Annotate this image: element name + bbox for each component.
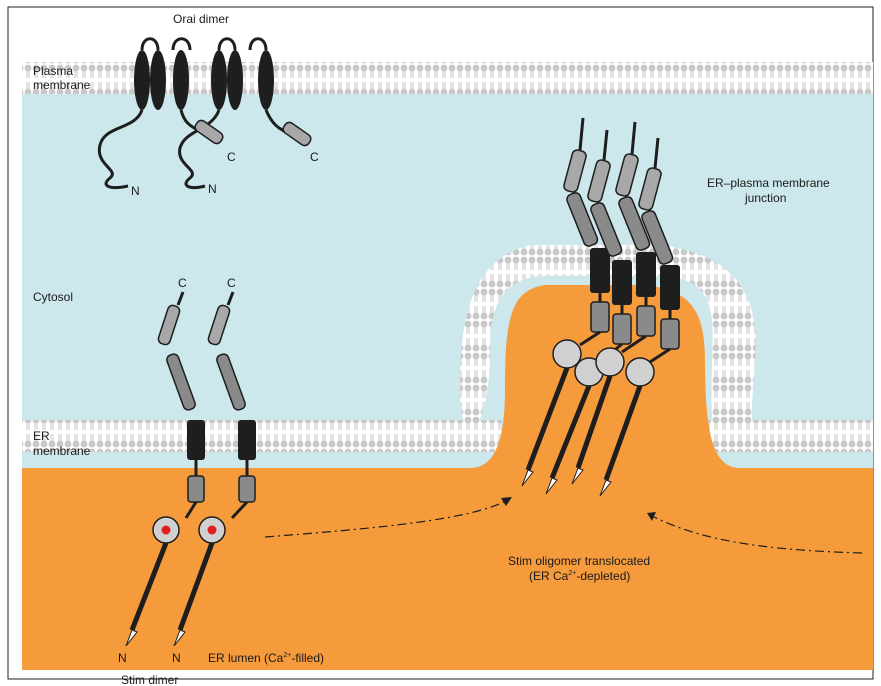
stim-dimer-label: Stim dimer bbox=[121, 673, 178, 686]
calcium-ion bbox=[162, 526, 171, 535]
orai-helix bbox=[150, 50, 166, 110]
translocated-label-line2: (ER Ca2+-depleted) bbox=[529, 569, 630, 583]
er-membrane-label: ER bbox=[33, 429, 50, 443]
orai-n-terminus-label: N bbox=[208, 182, 217, 196]
stim-n-terminus-label: N bbox=[118, 651, 127, 665]
er-membrane-label-line2: membrane bbox=[33, 444, 91, 458]
orai-helix bbox=[173, 50, 189, 110]
er-lumen-label: ER lumen (Ca2+-filled) bbox=[208, 651, 324, 665]
orai-c-terminus-label: C bbox=[227, 150, 236, 164]
stim-tm-helix bbox=[187, 420, 205, 460]
orai-c-terminus-label: C bbox=[310, 150, 319, 164]
junction-label-line2: junction bbox=[744, 191, 786, 205]
stim-c-terminus-label: C bbox=[178, 276, 187, 290]
orai-helix bbox=[227, 50, 243, 110]
plasma-membrane-label: Plasma bbox=[33, 64, 73, 78]
er-membrane-left bbox=[22, 420, 502, 452]
junction-label: ER–plasma membrane bbox=[707, 176, 830, 190]
orai-helix bbox=[134, 50, 150, 110]
orai-helix bbox=[211, 50, 227, 110]
stim-sam-domain bbox=[188, 476, 204, 502]
plasma-membrane-label-line2: membrane bbox=[33, 78, 91, 92]
cytosol-label: Cytosol bbox=[33, 290, 73, 304]
calcium-ion bbox=[208, 526, 217, 535]
stim-tm-helix bbox=[238, 420, 256, 460]
translocated-label: Stim oligomer translocated bbox=[508, 554, 650, 568]
stim-sam-domain bbox=[239, 476, 255, 502]
orai-dimer-label: Orai dimer bbox=[173, 12, 229, 26]
stim-n-terminus-label: N bbox=[172, 651, 181, 665]
orai-helix bbox=[258, 50, 274, 110]
stim-c-terminus-label: C bbox=[227, 276, 236, 290]
orai-n-terminus-label: N bbox=[131, 184, 140, 198]
